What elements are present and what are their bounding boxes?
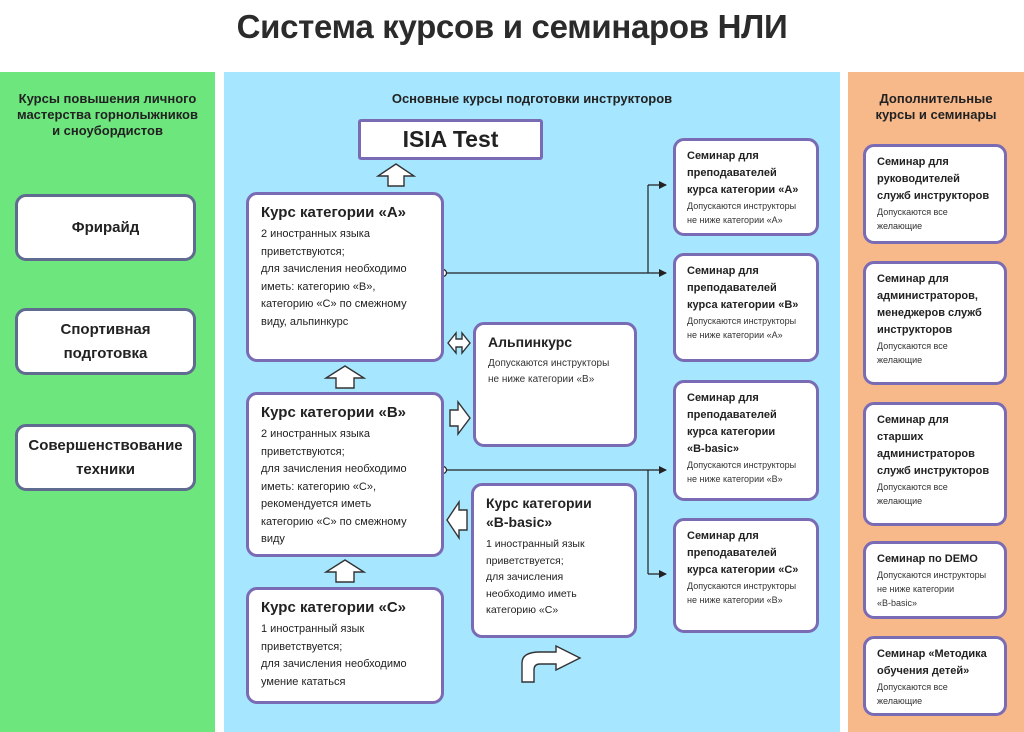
right-item-4-title: Семинар «Методика обучения детей» (877, 648, 987, 677)
seminar-a-note: Допускаются инструкторы не ниже категори… (687, 201, 797, 225)
seminar-administrators: Семинар для администраторов, менеджеров … (863, 261, 1007, 385)
course-category-c: Курс категории «С» 1 иностранный язык пр… (246, 587, 444, 704)
seminar-service-heads: Семинар для руководителей служб инструкт… (863, 144, 1007, 244)
course-technique-improvement: Совершенствование техники (15, 424, 196, 491)
course-c-text: 1 иностранный язык приветствуется; для з… (261, 623, 407, 688)
right-item-3-title: Семинар по DEMO (877, 553, 978, 565)
course-b-text: 2 иностранных языка приветствуются; для … (261, 428, 407, 545)
course-freeride: Фрирайд (15, 194, 196, 261)
seminar-demo: Семинар по DEMO Допускаются инструкторы … (863, 541, 1007, 619)
seminar-b-note: Допускаются инструкторы не ниже категори… (687, 316, 797, 340)
course-a-text: 2 иностранных языка приветствуются; для … (261, 228, 407, 328)
page-title: Система курсов и семинаров НЛИ (236, 8, 788, 45)
right-item-2-title: Семинар для старших администраторов служ… (877, 414, 990, 477)
right-item-0-title: Семинар для руководителей служб инструкт… (877, 156, 990, 202)
alpin-title: Альпинкурс (488, 334, 573, 350)
seminar-c-note: Допускаются инструкторы не ниже категори… (687, 581, 797, 605)
right-item-1-title: Семинар для администраторов, менеджеров … (877, 273, 982, 336)
right-item-0-note: Допускаются все желающие (877, 207, 948, 231)
bbasic-title: Курс категории «В-basic» (486, 495, 592, 530)
right-item-2-note: Допускаются все желающие (877, 482, 948, 506)
isia-test-box: ISIA Test (358, 119, 543, 160)
course-category-b-basic: Курс категории «В-basic» 1 иностранный я… (471, 483, 637, 638)
course-category-a: Курс категории «А» 2 иностранных языка п… (246, 192, 444, 362)
course-b-title: Курс категории «В» (261, 404, 407, 421)
seminar-b-title: Семинар для преподавателей курса категор… (687, 265, 799, 311)
middle-column-header: Основные курсы подготовки инструкторов (391, 91, 673, 106)
right-column-header: Дополнительные курсы и семинары (875, 91, 997, 122)
right-item-4-note: Допускаются все желающие (877, 682, 948, 706)
seminar-teachers-b-basic: Семинар для преподавателей курса категор… (673, 380, 819, 501)
seminar-teachers-c: Семинар для преподавателей курса категор… (673, 518, 819, 633)
course-c-title: Курс категории «С» (261, 599, 407, 616)
seminar-children-methodology: Семинар «Методика обучения детей» Допуск… (863, 636, 1007, 716)
course-category-b: Курс категории «В» 2 иностранных языка п… (246, 392, 444, 557)
alpin-text: Допускаются инструкторы не ниже категори… (488, 358, 610, 385)
course-a-title: Курс категории «А» (261, 204, 407, 221)
seminar-a-title: Семинар для преподавателей курса категор… (687, 150, 799, 196)
right-item-1-note: Допускаются все желающие (877, 341, 948, 365)
left-column-header: Курсы повышения личного мастерства горно… (17, 91, 198, 138)
right-item-3-note: Допускаются инструкторы не ниже категори… (877, 570, 987, 608)
seminar-senior-administrators: Семинар для старших администраторов служ… (863, 402, 1007, 526)
personal-skills-column (0, 72, 215, 732)
seminar-teachers-b: Семинар для преподавателей курса категор… (673, 253, 819, 362)
seminar-bbasic-note: Допускаются инструкторы не ниже категори… (687, 460, 797, 484)
seminar-bbasic-title: Семинар для преподавателей курса категор… (687, 392, 777, 455)
course-sport-training: Спортивная подготовка (15, 308, 196, 375)
seminar-teachers-a: Семинар для преподавателей курса категор… (673, 138, 819, 236)
course-alpinkurs: Альпинкурс Допускаются инструкторы не ни… (473, 322, 637, 447)
seminar-c-title: Семинар для преподавателей курса категор… (687, 530, 799, 576)
bbasic-text: 1 иностранный язык приветствуется; для з… (486, 538, 585, 616)
